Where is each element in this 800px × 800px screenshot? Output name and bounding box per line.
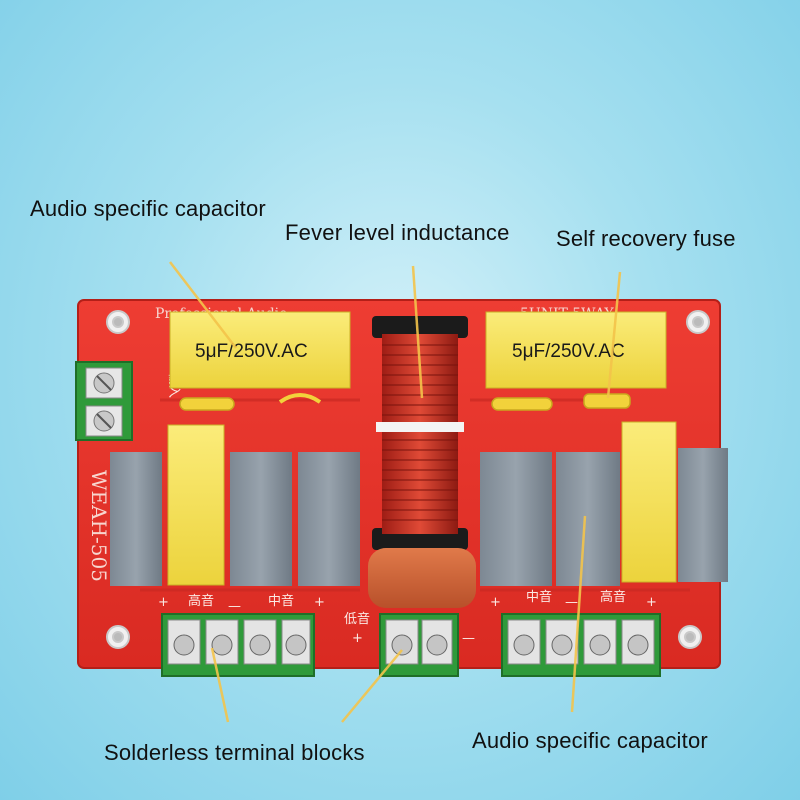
callout-terminals: Solderless terminal blocks — [104, 740, 365, 765]
svg-text:—: — — [565, 595, 578, 610]
callout-inductance: Fever level inductance — [285, 220, 510, 245]
svg-text:+: + — [158, 595, 169, 610]
yellow-block-right — [621, 421, 677, 583]
small-fuses — [179, 393, 631, 411]
svg-text:—: — — [228, 599, 241, 614]
relay-6 — [678, 448, 728, 582]
relay-5 — [556, 452, 620, 586]
svg-text:高音: 高音 — [600, 589, 626, 605]
relay-3 — [298, 452, 360, 586]
capacitor-brown — [368, 548, 476, 608]
capacitor-left-value: 5μF/250V.AC — [195, 341, 308, 362]
callout-leaders — [169, 261, 622, 723]
svg-text:低音: 低音 — [344, 611, 370, 627]
callout-capacitor-top: Audio specific capacitor — [30, 196, 266, 221]
input-terminal-block — [75, 361, 133, 441]
svg-text:+: + — [646, 595, 657, 610]
capacitor-left — [169, 311, 351, 389]
callout-capacitor-bottom: Audio specific capacitor — [472, 728, 708, 753]
svg-text:高音: 高音 — [188, 593, 214, 609]
yellow-block-left — [167, 424, 225, 586]
model-label: WEAH-505 — [87, 470, 111, 582]
svg-text:中音: 中音 — [526, 589, 552, 605]
mounting-holes — [106, 310, 710, 649]
band-labels: + 高音 — 中音 + 低音 + — + 中音 — 高音 + — [158, 589, 657, 646]
terminal-block-right — [501, 613, 661, 677]
svg-text:+: + — [490, 595, 501, 610]
relay-1 — [110, 452, 162, 586]
terminal-block-middle — [379, 613, 459, 677]
capacitor-right — [485, 311, 667, 389]
relay-4 — [480, 452, 552, 586]
svg-text:+: + — [314, 595, 325, 610]
capacitor-right-value: 5μF/250V.AC — [512, 341, 625, 362]
svg-text:+: + — [352, 631, 363, 646]
svg-text:—: — — [462, 631, 475, 646]
terminal-block-left — [161, 613, 315, 677]
relay-2 — [230, 452, 292, 586]
callout-fuse: Self recovery fuse — [556, 226, 736, 251]
svg-text:中音: 中音 — [268, 593, 294, 609]
